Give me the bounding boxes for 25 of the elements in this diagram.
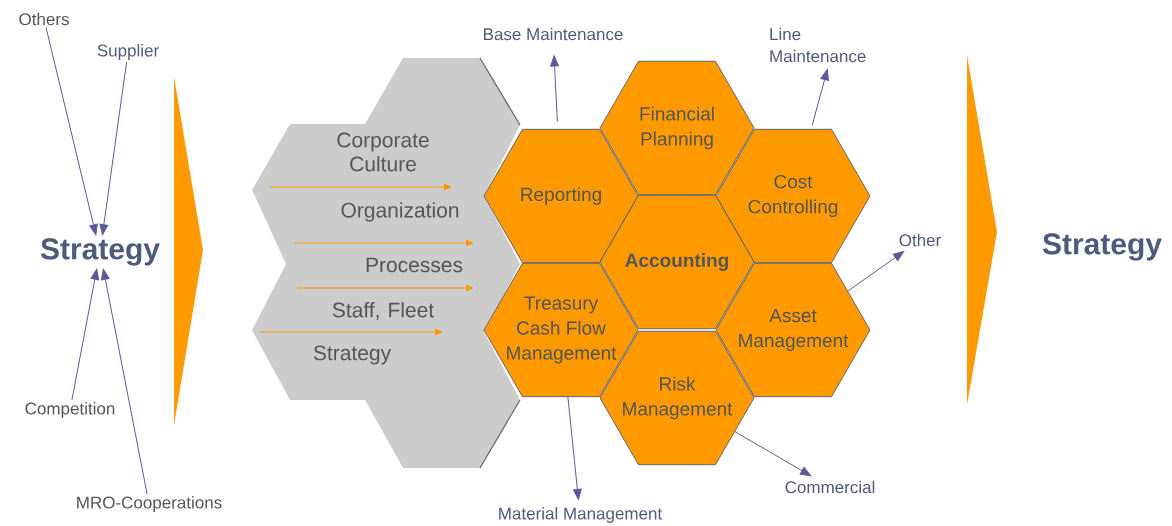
band-label: Corporate Culture	[337, 132, 429, 172]
band-label: Organization	[341, 202, 459, 222]
label-text: Strategy	[40, 238, 160, 266]
arrow	[45, 26, 98, 236]
band-label: Processes	[366, 257, 463, 273]
label-text: Others	[19, 12, 69, 26]
label-text: Strategy	[1042, 233, 1162, 261]
arrow	[99, 61, 128, 236]
label-text: MRO-Cooperations	[77, 496, 222, 512]
arrow	[847, 251, 905, 292]
arrow	[811, 69, 829, 126]
arrow	[567, 396, 582, 500]
label-text: Commercial	[785, 480, 875, 494]
band-label: Staff, Fleet	[332, 302, 434, 320]
arrow	[71, 268, 100, 401]
label-text: Supplier	[97, 44, 159, 60]
arrow	[550, 55, 559, 122]
arrow	[734, 431, 812, 477]
band-label: Strategy	[313, 345, 392, 365]
label-text: Competition	[25, 402, 115, 418]
label-text: Material Management	[499, 507, 663, 523]
label-text: Other	[899, 233, 941, 247]
arrow	[100, 268, 148, 495]
label-text: Base Maintenance	[484, 27, 623, 41]
label-text: Line Maintenance	[770, 27, 866, 63]
